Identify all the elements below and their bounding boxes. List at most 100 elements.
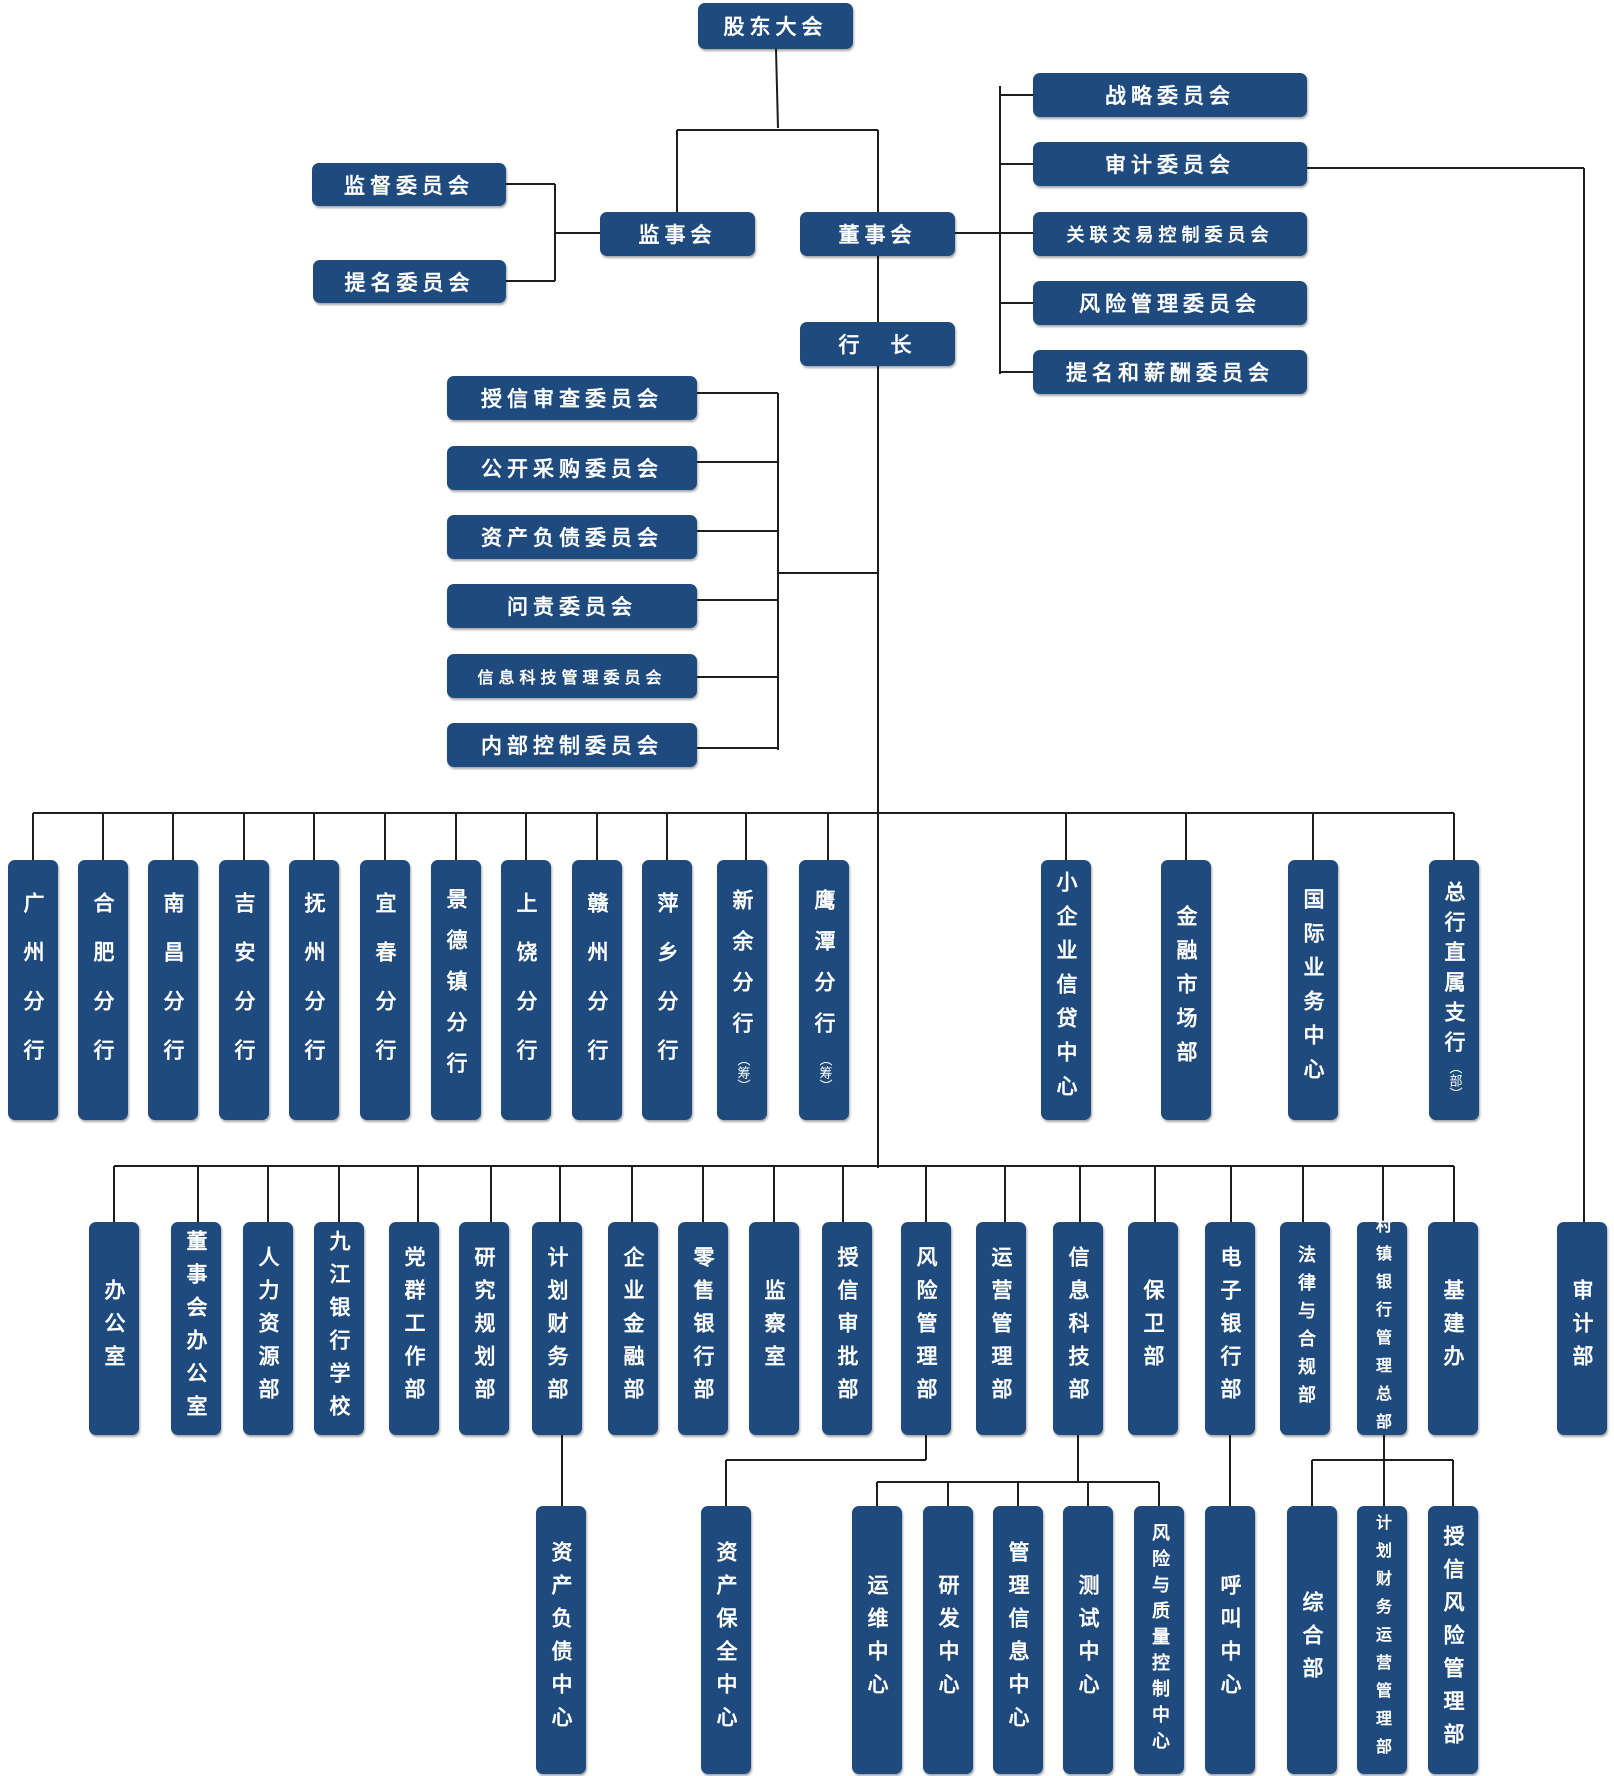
branch-label: 新余分行 xyxy=(730,888,754,1053)
dept-label: 村镇银行管理总部 xyxy=(1373,1216,1392,1441)
branch-label: 景德镇分行 xyxy=(444,887,468,1093)
dept-label: 零售银行部 xyxy=(691,1246,715,1411)
center-label: 国际业务中心 xyxy=(1301,888,1325,1092)
accountability-committee-box[interactable]: 问责委员会 xyxy=(447,584,697,628)
dept-label: 运营管理部 xyxy=(989,1246,1013,1411)
risk-management-committee-box[interactable]: 风险管理委员会 xyxy=(1033,281,1307,325)
unit-testing-center[interactable]: 测试中心 xyxy=(1063,1506,1113,1774)
dept-planning-finance[interactable]: 计划财务部 xyxy=(532,1222,582,1435)
shareholders-meeting-box[interactable]: 股东大会 xyxy=(698,3,853,49)
branch-jingdezhen[interactable]: 景德镇分行 xyxy=(431,860,481,1120)
dept-label: 保卫部 xyxy=(1141,1279,1165,1378)
branch-label: 广州分行 xyxy=(21,892,45,1088)
unit-label: 资产负债中心 xyxy=(549,1541,573,1739)
branch-label: 吉安分行 xyxy=(232,892,256,1088)
unit-asset-preservation-center[interactable]: 资产保全中心 xyxy=(701,1506,751,1774)
dept-e-banking[interactable]: 电子银行部 xyxy=(1205,1222,1255,1435)
international-business-center[interactable]: 国际业务中心 xyxy=(1288,860,1338,1120)
dept-legal-compliance[interactable]: 法律与合规部 xyxy=(1280,1222,1330,1435)
branch-shangrao[interactable]: 上饶分行 xyxy=(501,860,551,1120)
branch-label: 宜春分行 xyxy=(373,892,397,1088)
supervisory-nomination-committee-box[interactable]: 提名委员会 xyxy=(313,260,506,303)
unit-risk-quality-control-center[interactable]: 风险与质量控制中心 xyxy=(1134,1506,1184,1774)
branch-yingtan[interactable]: 鹰潭分行（筹） xyxy=(799,860,849,1120)
unit-rd-center[interactable]: 研发中心 xyxy=(923,1506,973,1774)
president-box[interactable]: 行 长 xyxy=(800,322,955,366)
unit-operations-maintenance-center[interactable]: 运维中心 xyxy=(852,1506,902,1774)
branch-fuzhou[interactable]: 抚州分行 xyxy=(289,860,339,1120)
dept-office[interactable]: 办公室 xyxy=(89,1222,139,1435)
unit-mis-center[interactable]: 管理信息中心 xyxy=(993,1506,1043,1774)
branch-note: （筹） xyxy=(816,1052,832,1092)
strategy-committee-box[interactable]: 战略委员会 xyxy=(1033,73,1307,117)
asset-liability-committee-box[interactable]: 资产负债委员会 xyxy=(447,515,697,559)
unit-label: 资产保全中心 xyxy=(714,1541,738,1739)
dept-operations[interactable]: 运营管理部 xyxy=(976,1222,1026,1435)
center-note: （部） xyxy=(1446,1060,1462,1100)
unit-asset-liability-center[interactable]: 资产负债中心 xyxy=(536,1506,586,1774)
branch-label: 南昌分行 xyxy=(161,892,185,1088)
branch-guangzhou[interactable]: 广州分行 xyxy=(8,860,58,1120)
dept-label: 电子银行部 xyxy=(1218,1246,1242,1411)
dept-retail-banking[interactable]: 零售银行部 xyxy=(678,1222,728,1435)
unit-planning-finance-operations-dept[interactable]: 计划财务运营管理部 xyxy=(1357,1506,1407,1774)
dept-board-office[interactable]: 董事会办公室 xyxy=(171,1222,221,1435)
it-management-committee-box[interactable]: 信息科技管理委员会 xyxy=(447,654,697,698)
head-office-direct-branch[interactable]: 总行直属支行（部） xyxy=(1429,860,1479,1120)
branch-label: 鹰潭分行 xyxy=(812,888,836,1053)
dept-infrastructure[interactable]: 基建办 xyxy=(1428,1222,1478,1435)
unit-label: 管理信息中心 xyxy=(1006,1541,1030,1739)
dept-research-planning[interactable]: 研究规划部 xyxy=(459,1222,509,1435)
supervisory-board-box[interactable]: 监事会 xyxy=(600,212,755,256)
related-transaction-committee-box[interactable]: 关联交易控制委员会 xyxy=(1033,212,1307,256)
dept-label: 监察室 xyxy=(762,1279,786,1378)
dept-label: 计划财务部 xyxy=(545,1246,569,1411)
unit-label: 计划财务运营管理部 xyxy=(1373,1514,1392,1766)
dept-security[interactable]: 保卫部 xyxy=(1128,1222,1178,1435)
branch-pingxiang[interactable]: 萍乡分行 xyxy=(642,860,692,1120)
dept-bank-school[interactable]: 九江银行学校 xyxy=(314,1222,364,1435)
branch-yichun[interactable]: 宜春分行 xyxy=(360,860,410,1120)
dept-village-bank-management[interactable]: 村镇银行管理总部 xyxy=(1357,1217,1407,1441)
dept-party-work[interactable]: 党群工作部 xyxy=(389,1222,439,1435)
unit-credit-risk-management-dept[interactable]: 授信风险管理部 xyxy=(1428,1506,1478,1774)
unit-general-dept[interactable]: 综合部 xyxy=(1287,1506,1337,1774)
dept-supervision[interactable]: 监察室 xyxy=(749,1222,799,1435)
public-procurement-committee-box[interactable]: 公开采购委员会 xyxy=(447,446,697,490)
center-label: 总行直属支行 xyxy=(1442,880,1466,1061)
internal-control-committee-box[interactable]: 内部控制委员会 xyxy=(447,723,697,767)
dept-label: 研究规划部 xyxy=(472,1246,496,1411)
center-label: 金融市场部 xyxy=(1174,905,1198,1075)
unit-call-center[interactable]: 呼叫中心 xyxy=(1205,1506,1255,1774)
dept-label: 授信审批部 xyxy=(835,1246,859,1411)
dept-corporate-finance[interactable]: 企业金融部 xyxy=(608,1222,658,1435)
dept-label: 九江银行学校 xyxy=(327,1229,351,1428)
dept-audit[interactable]: 审计部 xyxy=(1557,1222,1607,1435)
dept-risk-management[interactable]: 风险管理部 xyxy=(901,1222,951,1435)
audit-committee-box[interactable]: 审计委员会 xyxy=(1033,142,1307,186)
dept-human-resources[interactable]: 人力资源部 xyxy=(243,1222,293,1435)
dept-information-technology[interactable]: 信息科技部 xyxy=(1053,1222,1103,1435)
unit-label: 风险与质量控制中心 xyxy=(1149,1523,1170,1757)
financial-markets-dept[interactable]: 金融市场部 xyxy=(1161,860,1211,1120)
credit-review-committee-box[interactable]: 授信审查委员会 xyxy=(447,376,697,420)
small-enterprise-credit-center[interactable]: 小企业信贷中心 xyxy=(1041,860,1091,1120)
branch-jian[interactable]: 吉安分行 xyxy=(219,860,269,1120)
branch-label: 赣州分行 xyxy=(585,892,609,1088)
branch-nanchang[interactable]: 南昌分行 xyxy=(148,860,198,1120)
branch-note: （筹） xyxy=(734,1052,750,1092)
dept-credit-approval[interactable]: 授信审批部 xyxy=(822,1222,872,1435)
center-label: 小企业信贷中心 xyxy=(1054,871,1078,1109)
dept-label: 人力资源部 xyxy=(256,1246,280,1411)
nomination-remuneration-committee-box[interactable]: 提名和薪酬委员会 xyxy=(1033,350,1307,394)
supervision-committee-box[interactable]: 监督委员会 xyxy=(312,163,506,206)
branch-hefei[interactable]: 合肥分行 xyxy=(78,860,128,1120)
dept-label: 企业金融部 xyxy=(621,1246,645,1411)
branch-xinyu[interactable]: 新余分行（筹） xyxy=(717,860,767,1120)
unit-label: 综合部 xyxy=(1300,1590,1324,1690)
branch-ganzhou[interactable]: 赣州分行 xyxy=(572,860,622,1120)
dept-label: 信息科技部 xyxy=(1066,1246,1090,1411)
board-of-directors-box[interactable]: 董事会 xyxy=(800,212,955,256)
dept-label: 风险管理部 xyxy=(914,1246,938,1411)
unit-label: 研发中心 xyxy=(936,1574,960,1706)
